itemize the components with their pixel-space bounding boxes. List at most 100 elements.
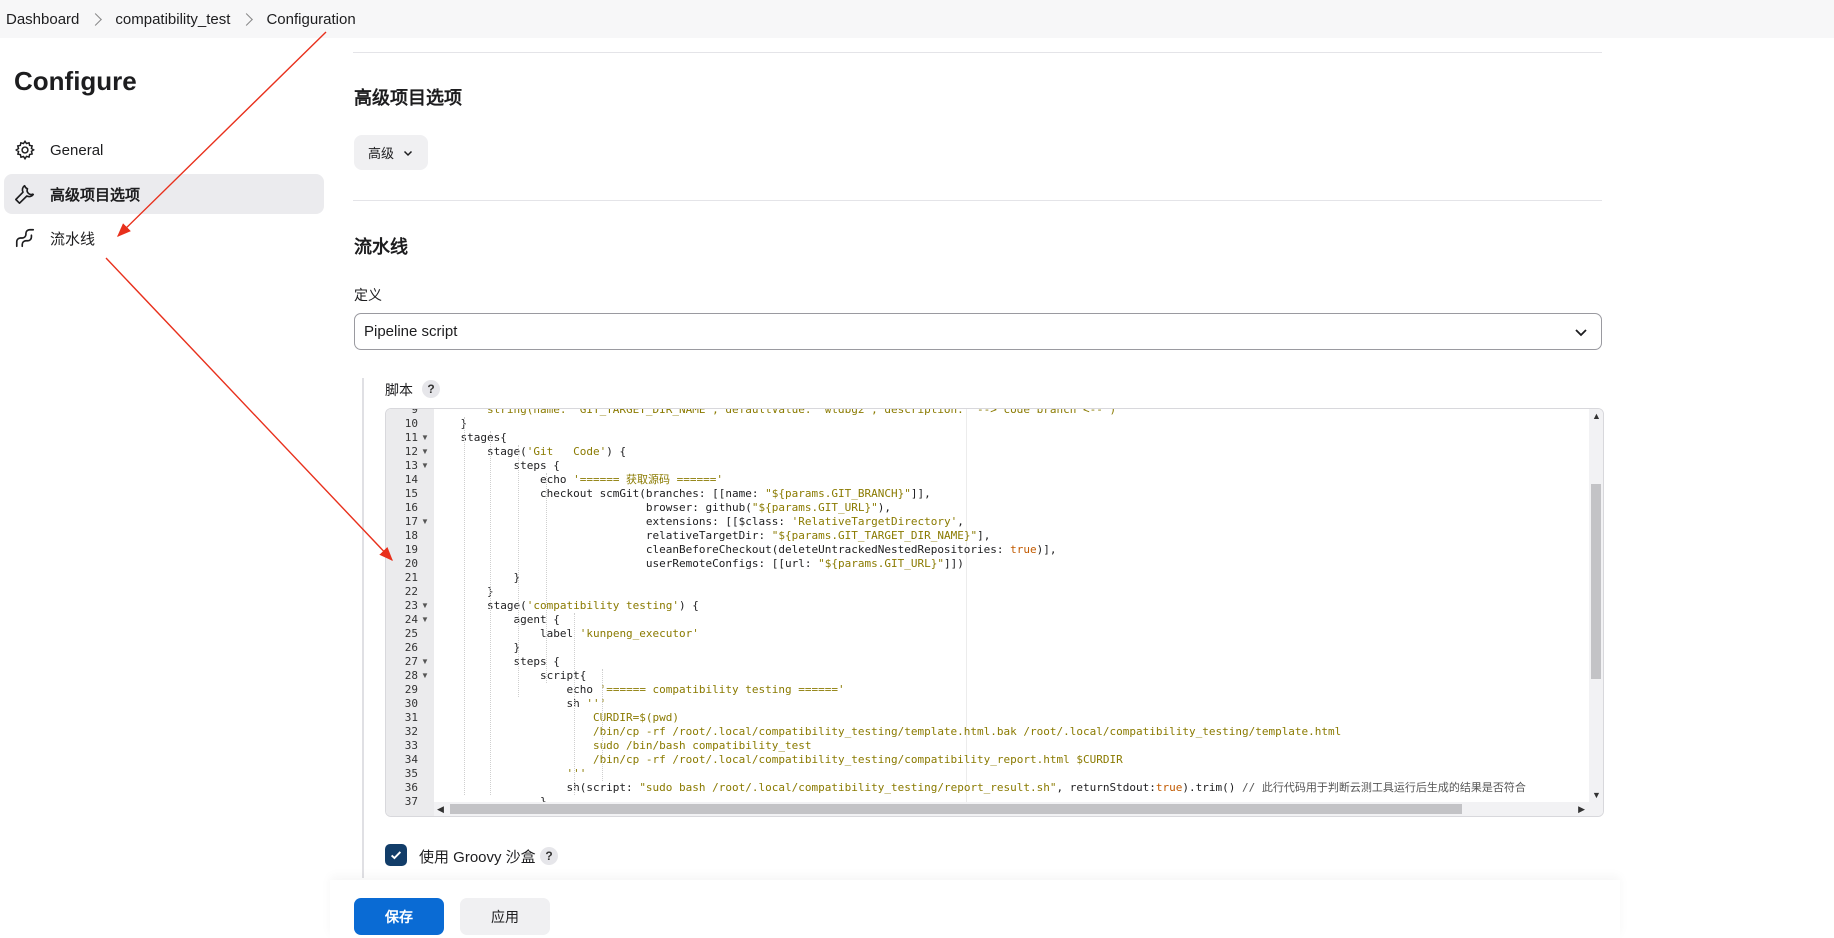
breadcrumb-dashboard[interactable]: Dashboard	[6, 10, 80, 28]
line-number: 34	[404, 753, 418, 766]
fold-toggle-icon[interactable]: ▼	[421, 433, 429, 442]
line-number: 37	[404, 795, 418, 808]
code-token: CURDIR=$(pwd)	[434, 711, 680, 724]
fold-toggle-icon[interactable]: ▼	[421, 601, 429, 610]
fold-toggle-icon[interactable]: ▼	[421, 671, 429, 680]
wrench-icon	[15, 184, 35, 204]
code-token: '''	[586, 697, 607, 710]
definition-select[interactable]: Pipeline script	[354, 313, 1602, 350]
sidebar-item-advanced[interactable]: 高级项目选项	[4, 174, 324, 214]
code-token: sh	[434, 697, 587, 710]
code-token: "${params.GIT_URL}"	[818, 557, 944, 570]
definition-select-value: Pipeline script	[364, 323, 458, 340]
line-number: 33	[404, 739, 418, 752]
vertical-scroll-thumb[interactable]	[1591, 484, 1601, 679]
indent-guide	[464, 417, 465, 795]
fold-toggle-icon[interactable]: ▼	[421, 447, 429, 456]
help-icon[interactable]: ?	[422, 380, 440, 398]
line-number: 24	[404, 613, 418, 626]
code-token: stages{	[434, 431, 507, 444]
code-token: userRemoteConfigs: [[url:	[434, 557, 819, 570]
editor-vertical-scrollbar[interactable]: ▲ ▼	[1589, 409, 1603, 802]
code-line: }	[434, 641, 520, 655]
gear-icon	[14, 139, 35, 161]
code-token: /bin/cp -rf /root/.local/compatibility_t…	[434, 753, 1123, 766]
code-line: /bin/cp -rf /root/.local/compatibility_t…	[434, 753, 1123, 767]
code-line: checkout scmGit(branches: [[name: "${par…	[434, 487, 931, 501]
code-token: stage(	[434, 599, 527, 612]
code-line: sh '''	[434, 697, 606, 711]
pipeline-icon	[15, 228, 35, 248]
definition-label: 定义	[354, 287, 382, 303]
code-token: }	[434, 571, 521, 584]
save-button[interactable]: 保存	[354, 898, 444, 935]
line-number: 26	[404, 641, 418, 654]
code-token: echo	[434, 683, 600, 696]
advanced-button[interactable]: 高级	[354, 135, 428, 170]
code-token: ).trim()	[1182, 781, 1242, 794]
code-line-partial: string(name: 'GIT_TARGET_DIR_NAME', defa…	[434, 409, 1117, 416]
code-token: 'kunpeng_executor'	[579, 627, 699, 640]
code-token: 'Git Code'	[526, 445, 607, 458]
fold-toggle-icon[interactable]: ▼	[421, 615, 429, 624]
code-token: ,	[957, 515, 964, 528]
breadcrumb-configuration[interactable]: Configuration	[266, 10, 356, 28]
fold-toggle-icon[interactable]: ▼	[421, 657, 429, 666]
scroll-up-icon[interactable]: ▲	[1592, 411, 1601, 421]
line-number: 25	[404, 627, 418, 640]
editor-horizontal-scrollbar[interactable]: ◀ ▶	[434, 802, 1603, 816]
scroll-down-icon[interactable]: ▼	[1592, 790, 1601, 800]
code-token: ]],	[910, 487, 931, 500]
code-token: "sudo bash /root/.local/compatibility_te…	[639, 781, 1057, 794]
code-line: script{	[434, 669, 586, 683]
sidebar-item-label: General	[50, 141, 104, 159]
scroll-right-icon[interactable]: ▶	[1578, 804, 1585, 814]
code-token: label	[434, 627, 580, 640]
code-token: steps {	[434, 459, 560, 472]
fold-toggle-icon[interactable]: ▼	[421, 461, 429, 470]
code-token: true	[1010, 543, 1037, 556]
line-number: 16	[404, 501, 418, 514]
code-line: /bin/cp -rf /root/.local/compatibility_t…	[434, 725, 1341, 739]
scroll-left-icon[interactable]: ◀	[437, 804, 444, 814]
line-number: 21	[404, 571, 418, 584]
code-token: // 此行代码用于判断云测工具运行后生成的结果是否符合	[1242, 781, 1526, 794]
code-area[interactable]: string(name: 'GIT_TARGET_DIR_NAME', defa…	[434, 409, 1589, 816]
code-token: ]])	[943, 557, 964, 570]
line-number: 10	[404, 417, 418, 430]
code-token: '====== compatibility testing ======'	[599, 683, 845, 696]
help-icon[interactable]: ?	[540, 847, 558, 865]
horizontal-scroll-thumb[interactable]	[450, 804, 1462, 814]
sidebar-item-label: 高级项目选项	[50, 186, 141, 204]
code-token: '''	[434, 767, 587, 780]
code-line: label 'kunpeng_executor'	[434, 627, 699, 641]
code-line: steps {	[434, 459, 560, 473]
code-token: 'compatibility testing'	[526, 599, 680, 612]
line-number: 12	[404, 445, 418, 458]
checkmark-icon	[390, 851, 402, 860]
code-token: checkout scmGit(branches: [[name:	[434, 487, 766, 500]
pipeline-section-title: 流水线	[354, 237, 408, 257]
sidebar-item-pipeline[interactable]: 流水线	[4, 218, 324, 258]
code-token: true	[1155, 781, 1183, 794]
apply-button[interactable]: 应用	[460, 898, 550, 935]
indent-guide	[546, 473, 547, 683]
line-number: 28	[404, 669, 418, 682]
code-line: '''	[434, 767, 586, 781]
advanced-button-label: 高级	[367, 146, 394, 161]
code-token: steps {	[434, 655, 560, 668]
groovy-sandbox-checkbox[interactable]	[385, 844, 407, 866]
code-line: }	[434, 417, 467, 431]
code-line: echo '====== compatibility testing =====…	[434, 683, 845, 697]
code-line: agent {	[434, 613, 559, 627]
sidebar-item-general[interactable]: General	[4, 130, 324, 170]
line-number: 30	[404, 697, 418, 710]
code-token: relativeTargetDir:	[434, 529, 772, 542]
breadcrumb-job[interactable]: compatibility_test	[115, 10, 231, 28]
code-token: ) {	[606, 445, 627, 458]
groovy-sandbox-label: 使用 Groovy 沙盒	[419, 849, 536, 866]
code-line: stage('Git Code') {	[434, 445, 626, 459]
fold-toggle-icon[interactable]: ▼	[421, 517, 429, 526]
code-token: sh(script:	[434, 781, 640, 794]
